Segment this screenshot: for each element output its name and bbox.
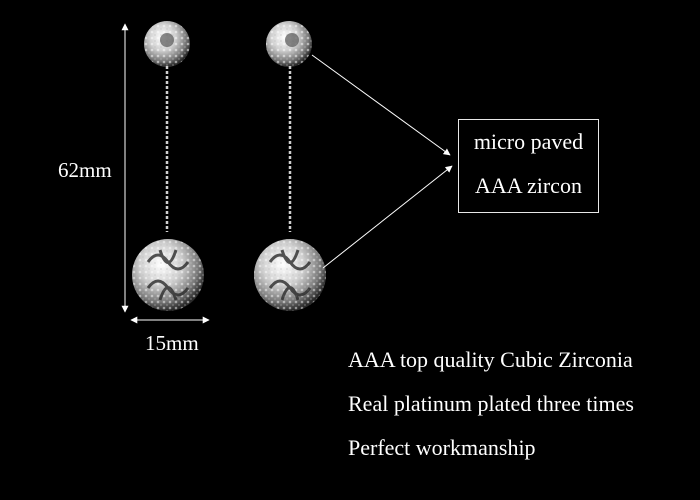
- right-earring: [254, 21, 326, 311]
- callout-line-2: AAA zircon: [475, 173, 582, 198]
- feature-list: AAA top quality Cubic Zirconia Real plat…: [348, 346, 634, 478]
- left-earring: [132, 21, 204, 311]
- feature-item: Perfect workmanship: [348, 435, 536, 460]
- height-dimension-label: 62mm: [58, 158, 112, 182]
- width-dimension-label: 15mm: [145, 331, 199, 355]
- callout-line-1: micro paved: [473, 129, 584, 154]
- callout-pointer-ball: [322, 165, 453, 269]
- callout-pointer-stud: [311, 54, 451, 156]
- feature-item: AAA top quality Cubic Zirconia: [348, 347, 633, 372]
- callout-box: micro paved AAA zircon: [458, 119, 599, 213]
- feature-item: Real platinum plated three times: [348, 391, 634, 416]
